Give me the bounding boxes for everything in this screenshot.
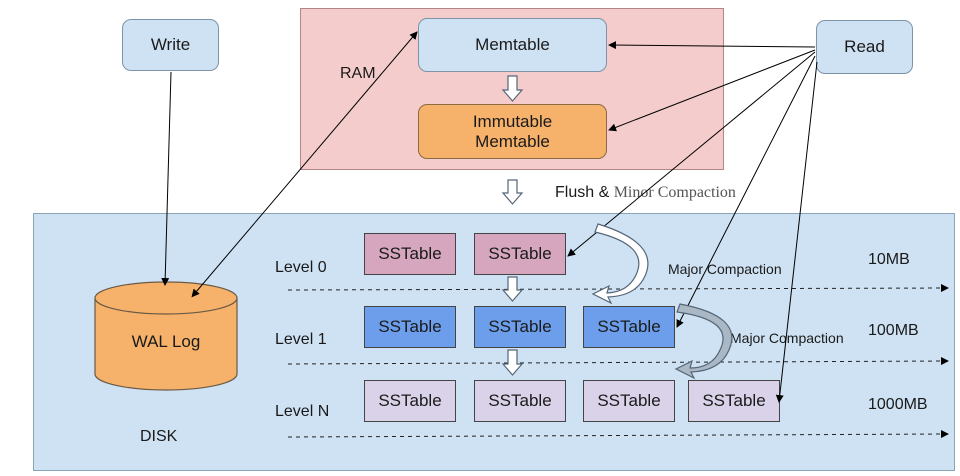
level-separator-dashed-arrow xyxy=(287,357,949,366)
level-separator-dashed-arrow xyxy=(287,284,949,293)
memtable-node: Memtable xyxy=(418,18,607,72)
disk-label: DISK xyxy=(140,428,178,445)
immutable-memtable-node: Immutable Memtable xyxy=(418,104,607,159)
read-to-level1-arrow xyxy=(676,55,816,328)
level-n-sstable: SSTable xyxy=(474,380,566,422)
level-1-label: Level 1 xyxy=(275,331,327,348)
read-to-leveln-arrow xyxy=(775,61,818,403)
major-compaction-label: Major Compaction xyxy=(730,330,844,346)
major-compaction-curve-arrow xyxy=(591,223,649,305)
level-0-sstable: SSTable xyxy=(474,233,566,275)
read-node: Read xyxy=(816,20,913,74)
level-n-sstable: SSTable xyxy=(583,380,675,422)
level-n-sstable: SSTable xyxy=(364,380,456,422)
level-1-sstable: SSTable xyxy=(583,306,675,348)
read-to-immutable-arrow xyxy=(608,49,816,132)
level-n-label: Level N xyxy=(275,403,330,420)
hollow-down-arrows xyxy=(501,75,524,376)
minor-compaction-label: Minor Compaction xyxy=(613,184,736,201)
read-to-memtable-arrow xyxy=(608,41,816,50)
flush-minor-compaction-label: Flush & Minor Compaction xyxy=(555,184,736,202)
level-1-sstable: SSTable xyxy=(474,306,566,348)
flush-label: Flush & xyxy=(555,184,610,201)
major-compaction-curve-arrow xyxy=(674,303,733,380)
level-n-size: 1000MB xyxy=(868,396,928,413)
major-compaction-label: Major Compaction xyxy=(668,261,782,277)
write-to-wal-arrow xyxy=(161,71,172,286)
read-to-level0-arrow xyxy=(567,51,816,257)
level-n-sstable: SSTable xyxy=(688,380,780,422)
level-0-size: 10MB xyxy=(868,251,910,268)
level-1-sstable: SSTable xyxy=(364,306,456,348)
level-1-size: 100MB xyxy=(868,322,919,339)
wal-memtable-arrow xyxy=(191,31,418,298)
level-separator-dashed-arrow xyxy=(287,430,949,439)
wal-log-label: WAL Log xyxy=(131,332,201,351)
